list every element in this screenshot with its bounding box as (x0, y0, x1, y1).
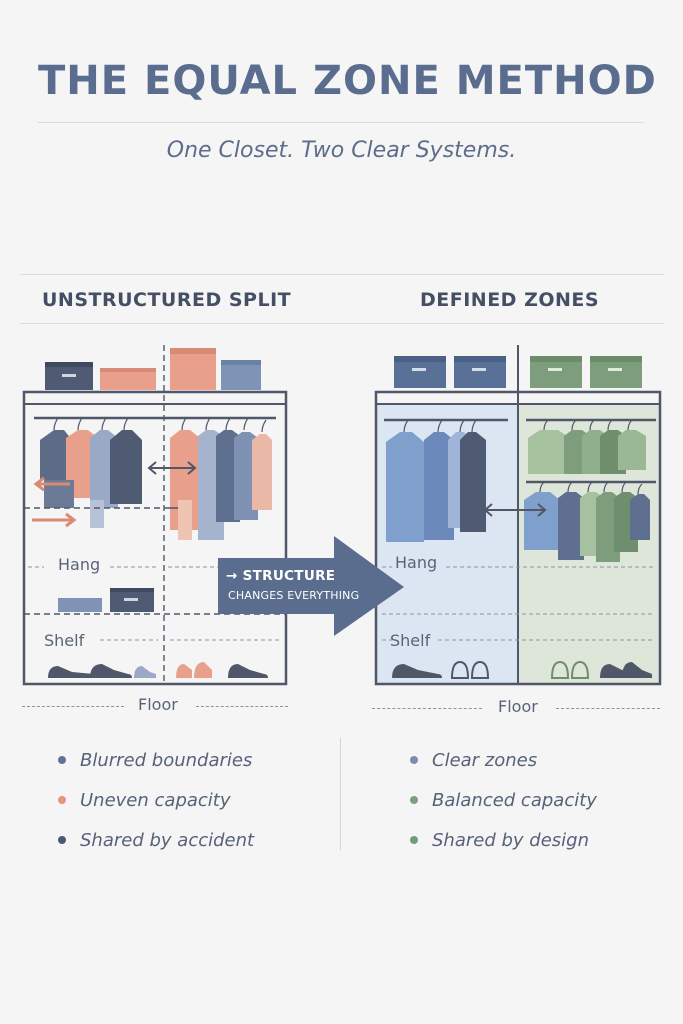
bullet-text: Uneven capacity (80, 789, 231, 811)
right-shelf-label: Shelf (390, 631, 431, 650)
bullet-dot-icon (58, 796, 66, 804)
bullet-text: Clear zones (432, 749, 538, 771)
left-floor-shoes (48, 662, 268, 678)
list-item: Uneven capacity (58, 780, 254, 820)
bullet-dot-icon (58, 836, 66, 844)
left-hanging-clothes-b (170, 430, 272, 540)
list-item: Blurred boundaries (58, 740, 254, 780)
left-top-storage-boxes (45, 348, 261, 390)
right-floor-dashes-b (556, 708, 660, 709)
structure-arrow-icon (218, 536, 404, 636)
title-divider (38, 122, 644, 123)
page-subtitle: One Closet. Two Clear Systems. (166, 138, 517, 163)
list-item: Shared by design (410, 820, 597, 860)
right-green-bottom-clothes (524, 492, 650, 562)
bullet-text: Shared by accident (80, 829, 255, 851)
bullet-text: Balanced capacity (432, 789, 597, 811)
section-bottom-divider (20, 323, 664, 324)
bullet-text: Shared by design (432, 829, 589, 851)
right-top-storage-boxes (394, 356, 642, 388)
list-item: Clear zones (410, 740, 597, 780)
left-panel-heading: UNSTRUCTURED SPLIT (42, 289, 292, 311)
right-hang-label: Hang (395, 553, 438, 572)
left-floor-dashes-a (22, 706, 124, 707)
right-panel-heading: DEFINED ZONES (420, 289, 600, 311)
right-floor-label: Floor (498, 697, 538, 716)
left-floor-label: Floor (138, 695, 178, 714)
list-item: Shared by accident (58, 820, 254, 860)
bullet-text: Blurred boundaries (80, 749, 253, 771)
left-overflow-arrows-icon (32, 476, 77, 528)
left-shelf-boxes (58, 588, 154, 612)
right-floor-dashes-a (372, 708, 482, 709)
left-closet-illustration (22, 345, 288, 686)
left-hang-label: Hang (58, 555, 101, 574)
section-top-divider (20, 274, 664, 275)
right-bullet-list: Clear zones Balanced capacity Shared by … (410, 740, 597, 860)
left-bullet-list: Blurred boundaries Uneven capacity Share… (58, 740, 254, 860)
bullet-dot-icon (410, 836, 418, 844)
left-floor-dashes-b (196, 706, 288, 707)
bullet-dot-icon (410, 796, 418, 804)
arrow-text-changes: CHANGES EVERYTHING (228, 589, 360, 602)
left-double-arrow-icon (147, 461, 197, 475)
bullet-dot-icon (410, 756, 418, 764)
right-blue-hanging-clothes (386, 432, 486, 542)
bullet-dot-icon (58, 756, 66, 764)
arrow-text-structure: → STRUCTURE (226, 568, 336, 584)
bullet-column-divider (340, 738, 341, 850)
left-shelf-label: Shelf (44, 631, 85, 650)
right-closet-illustration (374, 345, 662, 686)
list-item: Balanced capacity (410, 780, 597, 820)
right-double-arrow-icon (483, 503, 547, 517)
page-title: THE EQUAL ZONE METHOD (38, 58, 657, 104)
right-green-top-clothes (528, 430, 646, 474)
right-floor-shoes (392, 660, 652, 679)
left-hanging-clothes-a (40, 430, 142, 528)
